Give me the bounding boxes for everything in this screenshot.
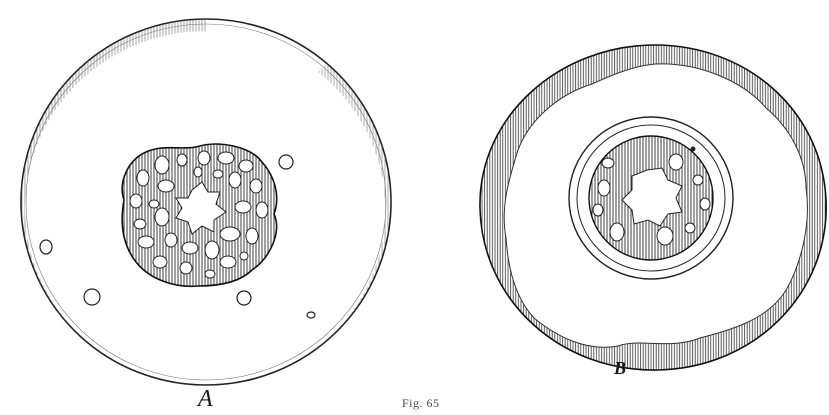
panel-a-section <box>21 19 396 385</box>
panel-a-label: A <box>198 386 213 413</box>
figure-caption: Fig. 65 <box>402 396 440 411</box>
panel-b-section <box>480 45 826 370</box>
panel-b-label: B <box>614 358 626 379</box>
